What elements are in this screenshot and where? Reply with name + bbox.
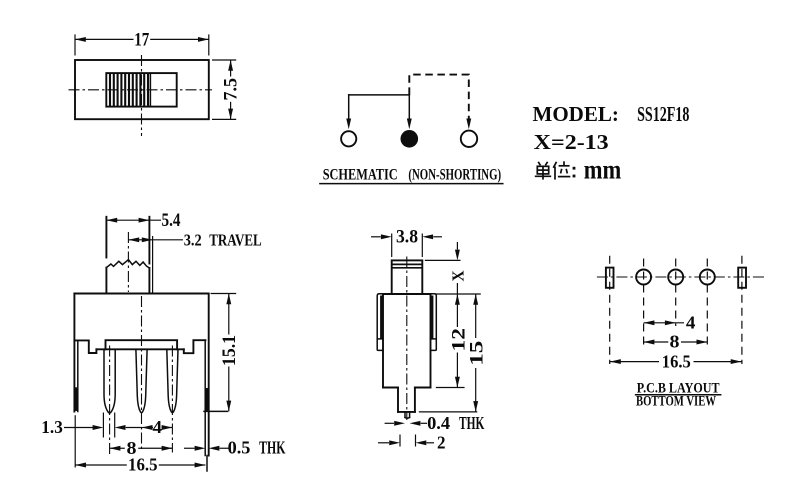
svg-text:15: 15 [467,341,488,366]
svg-text:5.4: 5.4 [162,210,181,231]
svg-text:3.8: 3.8 [396,227,418,248]
svg-text:0.5: 0.5 [228,438,251,458]
svg-text:0.4: 0.4 [427,413,450,433]
svg-text:(NON-SHORTING): (NON-SHORTING) [408,167,501,184]
svg-text:8: 8 [127,438,137,458]
svg-text:16.5: 16.5 [128,455,158,475]
svg-text:mm: mm [584,155,622,185]
svg-text:7.5: 7.5 [221,78,242,101]
svg-text:2: 2 [437,432,446,452]
svg-text:16.5: 16.5 [662,351,691,371]
svg-text:SS12F18: SS12F18 [637,102,689,126]
svg-text:BOTTOM VIEW: BOTTOM VIEW [636,394,716,410]
svg-text:THK: THK [459,413,485,433]
svg-text:SCHEMATIC: SCHEMATIC [323,167,398,184]
svg-text:12: 12 [448,328,469,351]
svg-text:4: 4 [686,313,696,333]
svg-text:3.2: 3.2 [184,231,202,250]
svg-text:THK: THK [259,438,286,458]
svg-text:P.C.B LAYOUT: P.C.B LAYOUT [637,380,720,396]
svg-text:MODEL:: MODEL: [533,102,619,126]
svg-text:4: 4 [153,417,163,437]
svg-text:X=2-13: X=2-13 [534,130,609,154]
svg-text:8: 8 [670,332,680,352]
svg-text:15.1: 15.1 [219,335,240,366]
svg-text:TRAVEL: TRAVEL [209,231,262,250]
svg-text:17: 17 [134,30,149,51]
svg-text:X: X [448,270,467,281]
svg-text:1.3: 1.3 [41,417,63,437]
